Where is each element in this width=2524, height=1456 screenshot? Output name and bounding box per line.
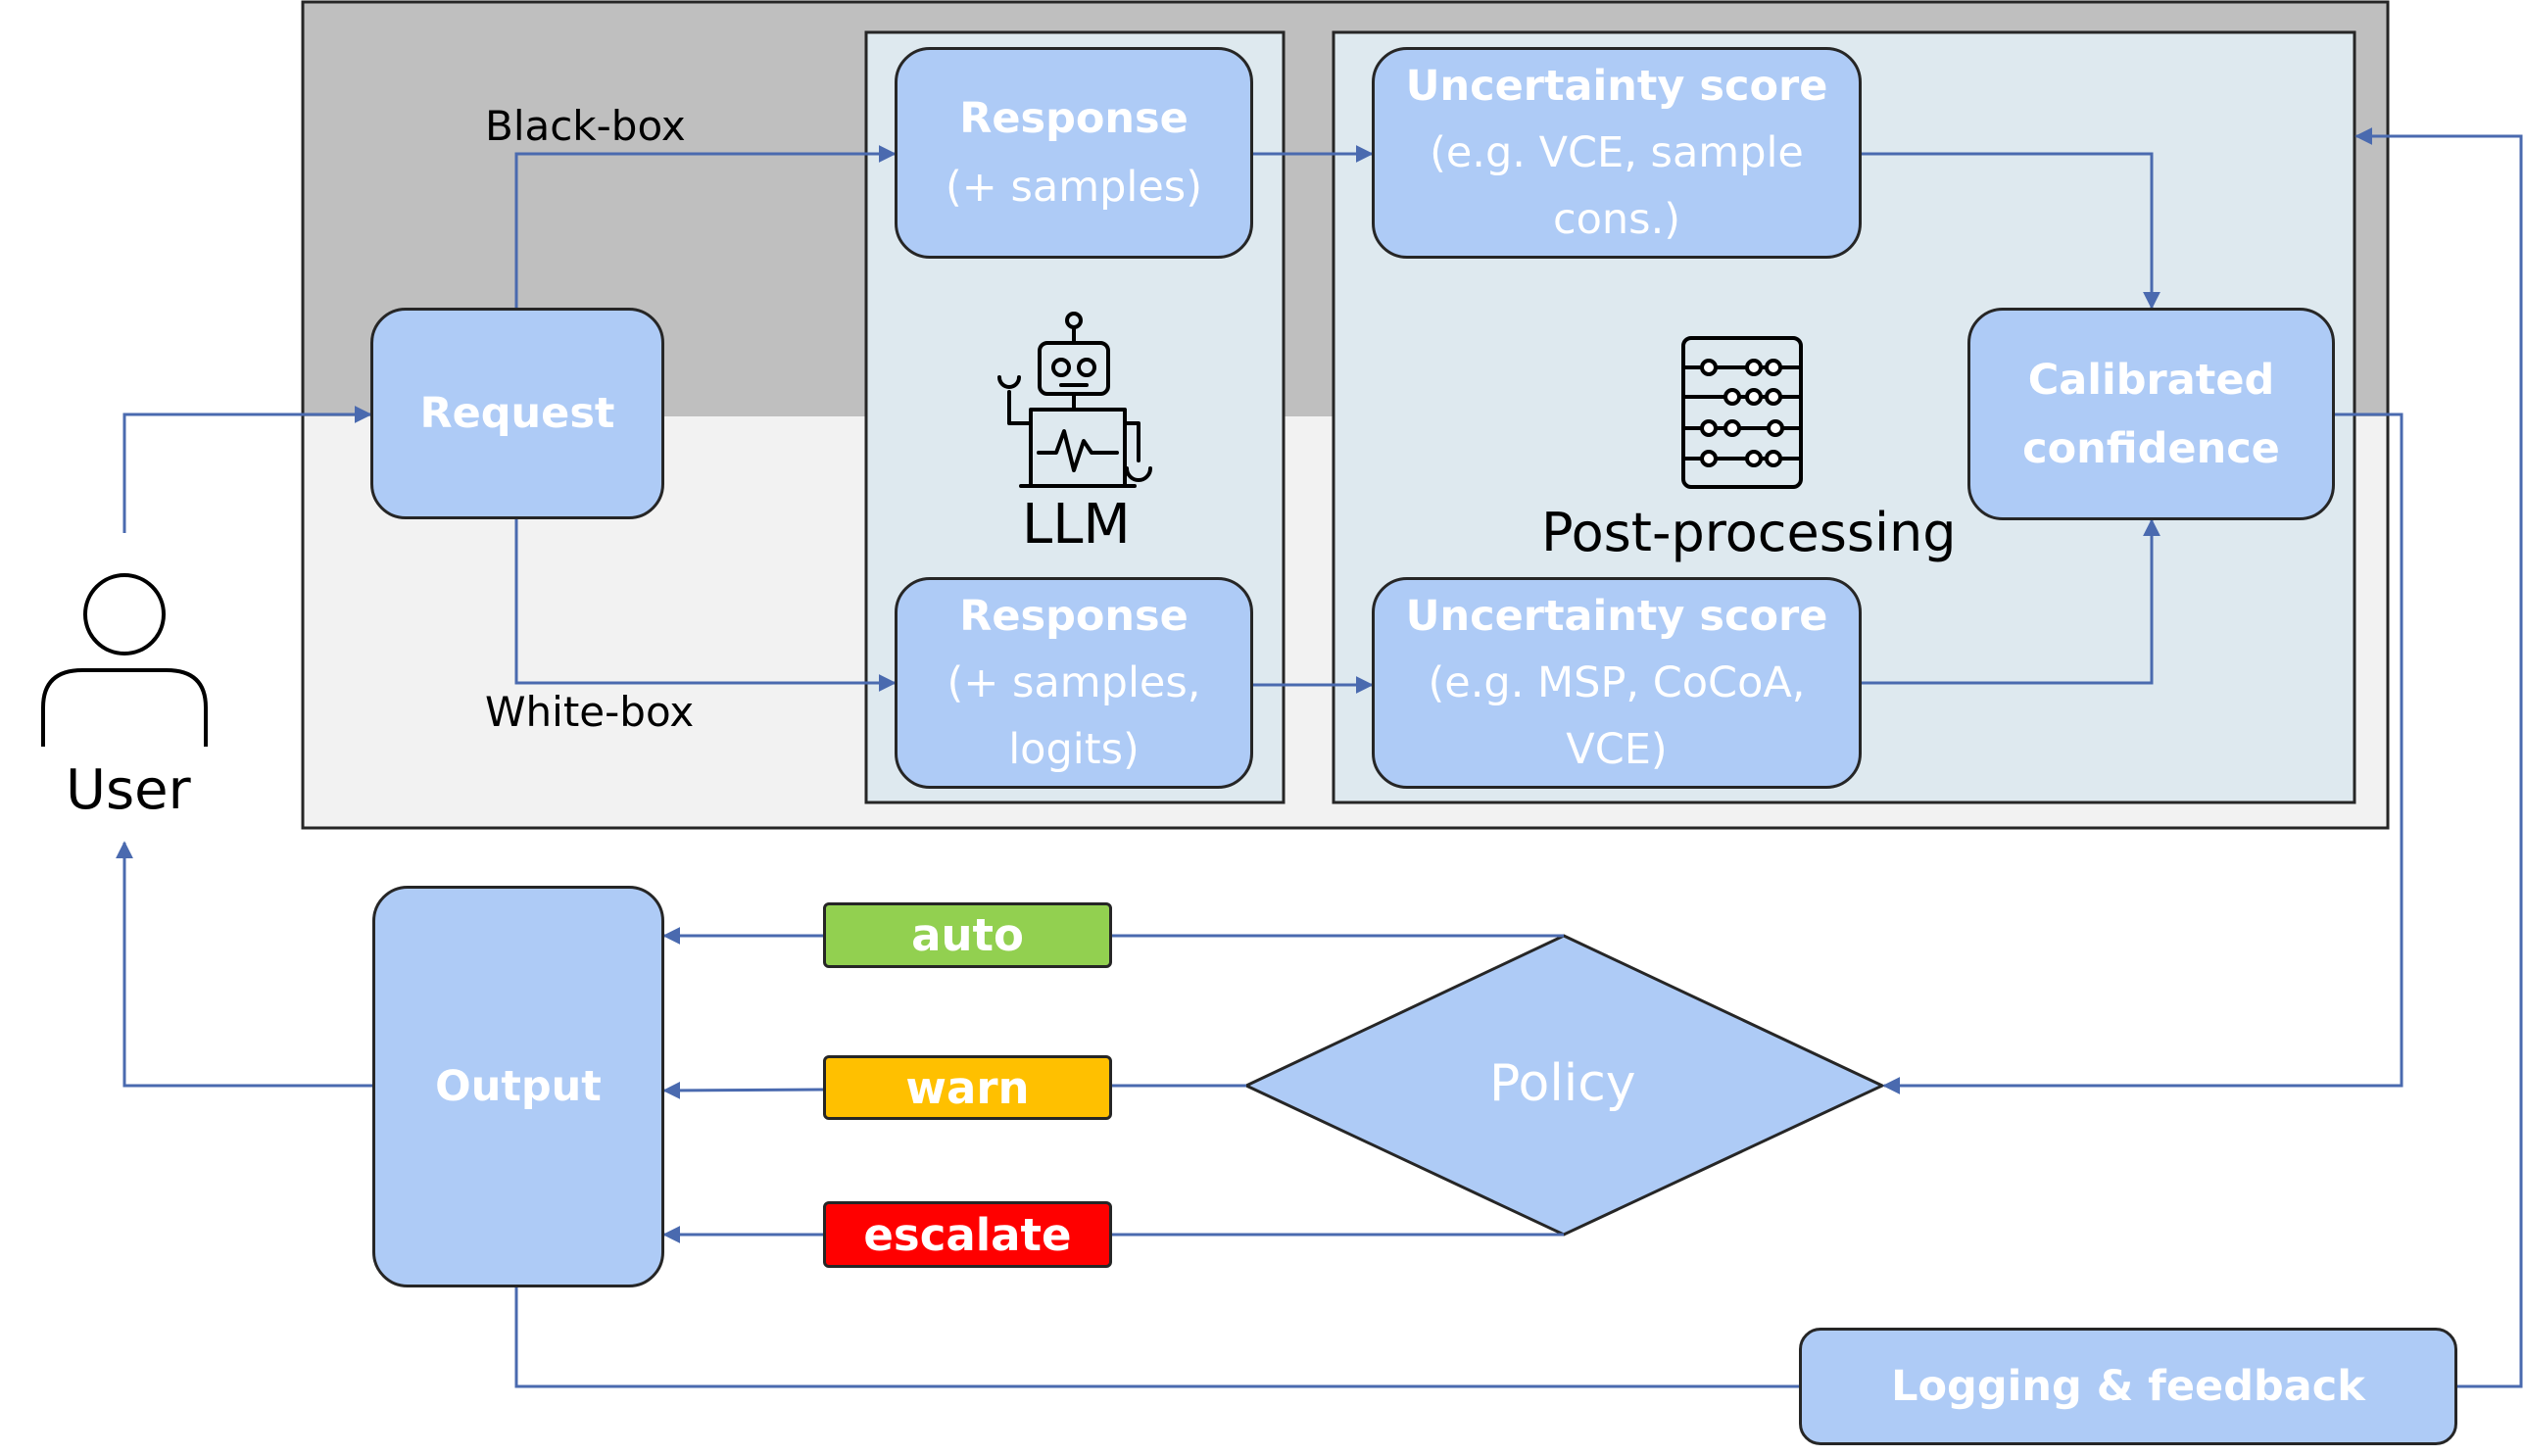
response-bottom-node: Response (+ samples, logits) (895, 577, 1253, 789)
uncertainty-top-title: Uncertainty score (1405, 62, 1828, 111)
edge-uncertainty-top-calibrated (1862, 152, 2160, 310)
edge-request-response-bottom (514, 519, 897, 692)
calibrated-confidence-node: Calibrated confidence (1967, 308, 2335, 520)
logging-feedback-node: Logging & feedback (1799, 1328, 2457, 1445)
output-node: Output (372, 886, 664, 1287)
calibrated-confidence-label: Calibrated confidence (2022, 355, 2280, 473)
request-node: Request (370, 308, 664, 519)
edge-calibrated-policy (1882, 413, 2403, 1094)
response-top-title: Response (959, 94, 1189, 143)
action-auto-tag: auto (823, 902, 1112, 968)
user-icon (41, 573, 208, 747)
policy-label: Policy (1489, 1054, 1636, 1113)
robot-icon (997, 312, 1152, 488)
uncertainty-top-detail: (e.g. VCE, sample cons.) (1430, 128, 1804, 244)
output-label: Output (435, 1062, 602, 1111)
edge-uncertainty-bottom-calibrated (1862, 518, 2160, 685)
uncertainty-bottom-detail: (e.g. MSP, CoCoA, VCE) (1428, 658, 1806, 774)
post-processing-label: Post-processing (1541, 502, 1957, 563)
action-escalate-tag: escalate (823, 1201, 1112, 1268)
llm-label: LLM (1022, 493, 1131, 557)
request-label: Request (419, 389, 615, 438)
action-warn-tag: warn (823, 1055, 1112, 1120)
connectors (116, 127, 2523, 1388)
abacus-icon (1681, 336, 1803, 489)
edge-user-request (122, 406, 372, 533)
edge-request-response-top (514, 145, 897, 308)
logging-feedback-label: Logging & feedback (1891, 1362, 2365, 1411)
uncertainty-top-node: Uncertainty score (e.g. VCE, sample cons… (1372, 47, 1862, 259)
response-bottom-detail: (+ samples, logits) (946, 658, 1201, 774)
white-box-label: White-box (485, 688, 695, 736)
black-box-label: Black-box (485, 102, 686, 150)
edge-output-user (116, 841, 372, 1088)
response-top-node: Response (+ samples) (895, 47, 1253, 259)
edge-output-logging (514, 1287, 1799, 1388)
edge-warn-output (662, 1081, 824, 1099)
user-label: User (66, 758, 191, 822)
response-top-detail: (+ samples) (946, 163, 1202, 212)
uncertainty-bottom-node: Uncertainty score (e.g. MSP, CoCoA, VCE) (1372, 577, 1862, 789)
edge-logging-feedback (2354, 127, 2523, 1388)
uncertainty-bottom-title: Uncertainty score (1405, 592, 1828, 641)
response-bottom-title: Response (959, 592, 1189, 641)
